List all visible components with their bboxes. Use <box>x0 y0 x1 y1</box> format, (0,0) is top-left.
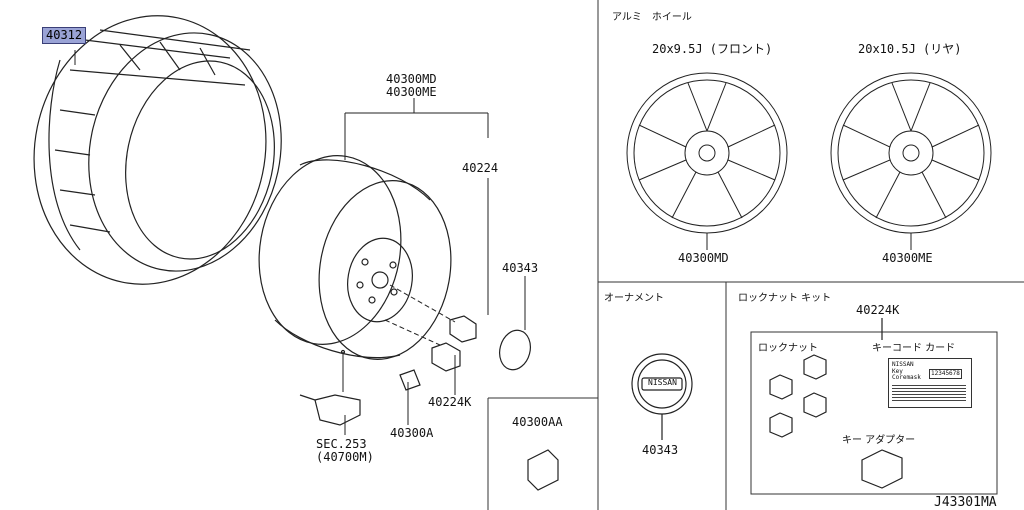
key-adapter-drawing <box>861 318 903 489</box>
key-code-card-label: キーコード カード <box>872 343 956 354</box>
front-wheel <box>626 72 788 250</box>
lock-nuts-drawing <box>769 354 827 438</box>
ornament-title: オーナメント <box>604 293 664 304</box>
part-label-weight[interactable]: 40300A <box>390 426 434 440</box>
part-label-sensor-code[interactable]: (40700M) <box>316 450 374 464</box>
part-label-nut[interactable]: 40224 <box>462 161 499 175</box>
lock-kit-title: ロックナット キット <box>738 293 832 304</box>
card-number: 12345678 <box>929 369 962 379</box>
alloy-wheel-title: アルミ ホイール <box>612 12 692 23</box>
diagram-code: J43301MA <box>934 495 997 510</box>
part-label-lock-nut[interactable]: 40224K <box>428 395 472 409</box>
rear-wheel-size: 20x10.5J (リヤ) <box>858 42 962 56</box>
key-code-card: NISSAN Key Coremask 12345678 <box>888 358 972 408</box>
wheel-rim-drawing <box>258 155 452 360</box>
part-label-wheel-me[interactable]: 40300ME <box>386 85 437 99</box>
card-line1: Key <box>892 368 903 375</box>
ornament-drawing <box>631 353 693 440</box>
front-wheel-size: 20x9.5J (フロント) <box>652 42 773 56</box>
box-part <box>527 449 559 491</box>
part-label-sensor-sec[interactable]: SEC.253 <box>316 437 367 451</box>
part-label-cap[interactable]: 40343 <box>502 261 539 275</box>
rear-wheel <box>830 72 992 250</box>
key-adapter-label: キー アダプター <box>842 435 916 446</box>
ornament-logo-text: NISSAN <box>648 378 677 387</box>
panel-borders <box>487 0 1024 510</box>
part-label-wheel-md[interactable]: 40300MD <box>386 72 437 86</box>
part-label-box[interactable]: 40300AA <box>512 415 563 429</box>
part-label-front-wheel[interactable]: 40300MD <box>678 251 729 265</box>
part-label-ornament[interactable]: 40343 <box>642 443 679 457</box>
label-bracket <box>74 50 526 435</box>
part-label-rear-wheel[interactable]: 40300ME <box>882 251 933 265</box>
card-brand: NISSAN <box>892 361 914 368</box>
card-line2: Coremask <box>892 374 921 381</box>
small-parts <box>299 315 531 426</box>
part-label-tire[interactable]: 40312 <box>42 27 87 44</box>
tire-drawing <box>33 15 282 285</box>
card-lines <box>892 383 966 403</box>
part-label-lock-kit[interactable]: 40224K <box>856 303 900 317</box>
lock-nut-label: ロックナット <box>758 343 818 354</box>
